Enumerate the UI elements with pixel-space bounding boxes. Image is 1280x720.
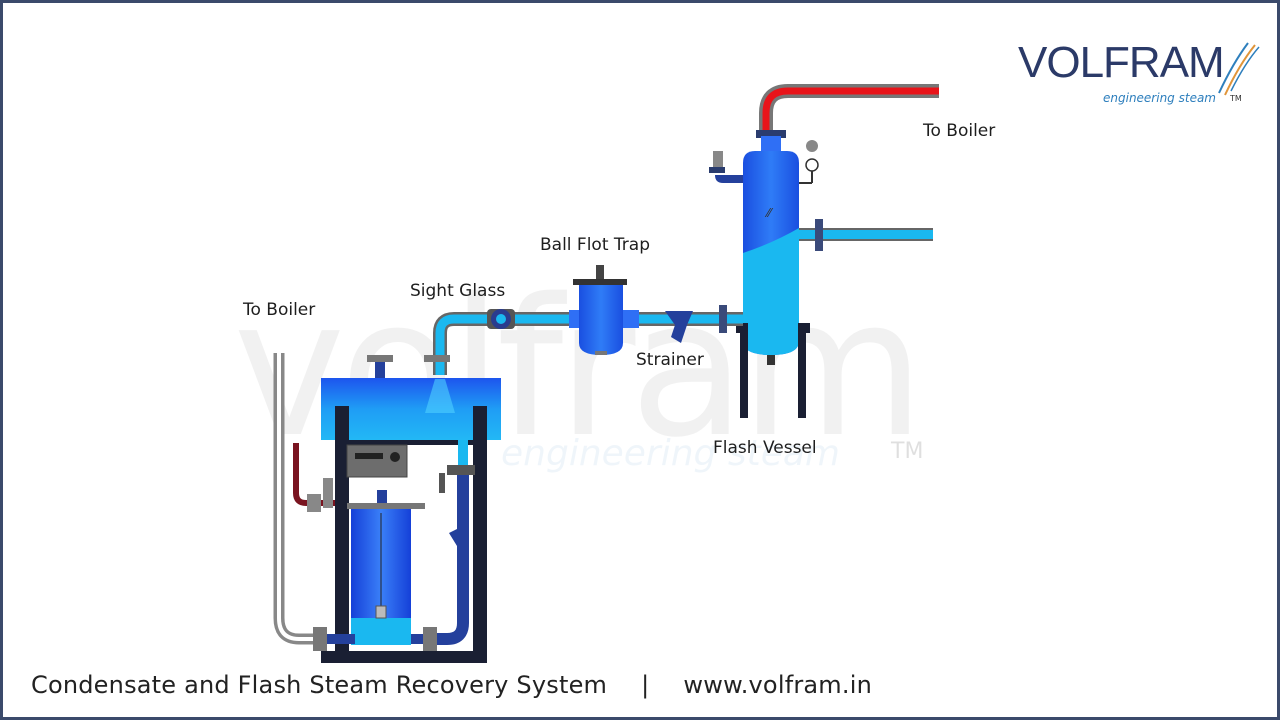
footer-separator: | bbox=[641, 671, 650, 699]
inlet-check-valves bbox=[313, 627, 437, 651]
label-strainer: Strainer bbox=[636, 350, 704, 370]
diagram-frame: volfram engineering steam TM bbox=[3, 3, 1277, 717]
strainer bbox=[665, 311, 693, 343]
receiver-vessel bbox=[321, 355, 501, 440]
pump-tank bbox=[347, 490, 425, 645]
control-panel bbox=[346, 444, 408, 478]
svg-text:⁄⁄: ⁄⁄ bbox=[764, 206, 774, 220]
vessel-side-pipe bbox=[798, 219, 933, 251]
footer-caption: Condensate and Flash Steam Recovery Syst… bbox=[31, 671, 872, 699]
steam-outlet-pipe bbox=[759, 84, 939, 133]
logo-trademark: TM bbox=[1230, 94, 1242, 103]
sight-glass bbox=[487, 309, 515, 329]
pump-frame bbox=[321, 406, 487, 663]
label-to-boiler-top: To Boiler bbox=[923, 121, 996, 141]
motive-steam-pipe bbox=[293, 443, 348, 512]
label-sight-glass: Sight Glass bbox=[410, 281, 506, 301]
boiler-return-pipe bbox=[273, 353, 325, 645]
logo-brand: VOLFRAM bbox=[1018, 38, 1225, 87]
label-to-boiler-left: To Boiler bbox=[243, 300, 316, 320]
vessel-inlet-valve bbox=[719, 305, 727, 333]
volfram-logo: VOLFRAM engineering steam TM bbox=[1018, 38, 1242, 106]
pump-discharge-line bbox=[423, 440, 475, 645]
watermark-tagline: engineering steam bbox=[501, 433, 840, 474]
condensate-line bbox=[433, 312, 743, 375]
process-diagram: ⁄⁄ bbox=[273, 42, 1260, 663]
label-ball-float-trap: Ball Flot Trap bbox=[540, 235, 650, 255]
footer-title: Condensate and Flash Steam Recovery Syst… bbox=[31, 671, 608, 699]
flash-vessel: ⁄⁄ bbox=[709, 130, 819, 418]
footer-website-link[interactable]: www.volfram.in bbox=[683, 671, 872, 699]
label-flash-vessel: Flash Vessel bbox=[713, 438, 817, 458]
logo-tagline: engineering steam bbox=[1103, 91, 1216, 105]
watermark-tm: TM bbox=[891, 439, 924, 464]
logo-swoosh-icon bbox=[1218, 42, 1260, 96]
ball-float-trap bbox=[569, 265, 639, 355]
